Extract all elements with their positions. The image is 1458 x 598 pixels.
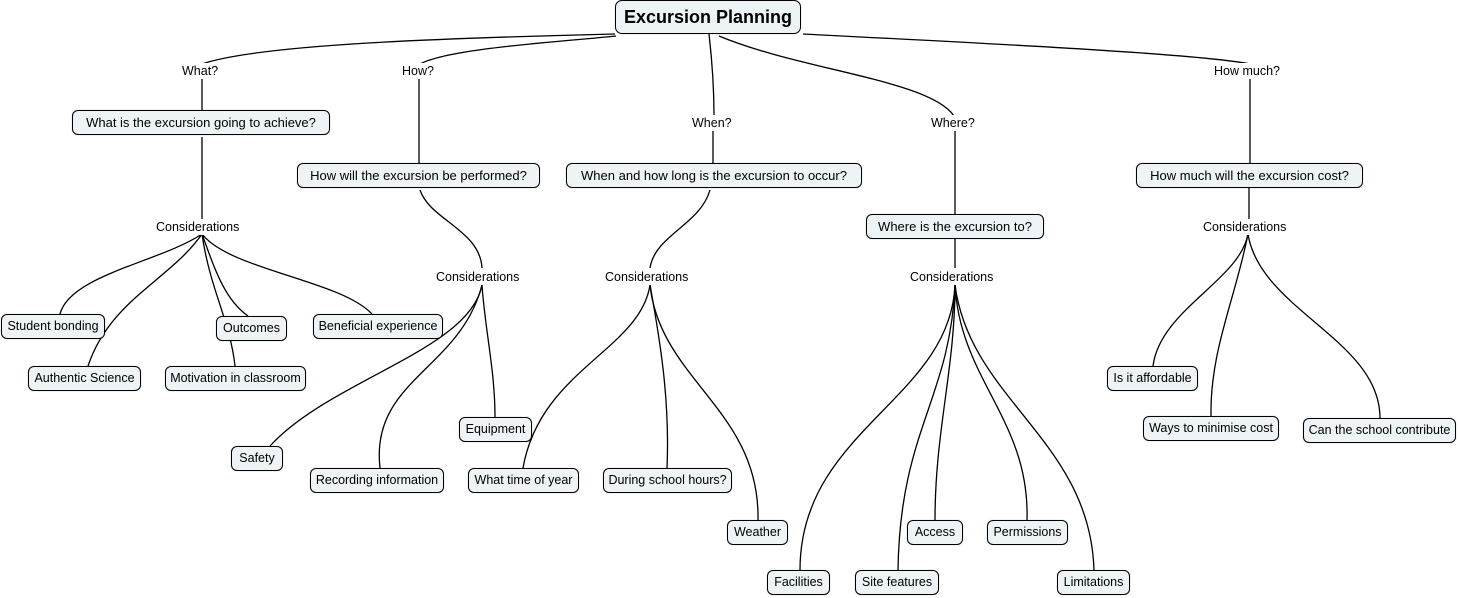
link-how-equipment — [481, 284, 496, 418]
item-beneficial-experience[interactable]: Beneficial experience — [313, 314, 443, 339]
link-root-howmuch — [802, 33, 1251, 65]
link-howmuch-contribute — [1247, 233, 1381, 419]
link-when-time-of-year — [522, 284, 651, 469]
link-what-authentic-science — [87, 233, 203, 367]
link-what-outcomes — [201, 233, 249, 317]
item-outcomes[interactable]: Outcomes — [216, 316, 287, 341]
link-how-safety — [269, 284, 483, 447]
considerations-what: Considerations — [154, 219, 242, 235]
item-authentic-science[interactable]: Authentic Science — [28, 366, 141, 391]
question-node-where[interactable]: Where is the excursion to? — [866, 214, 1044, 239]
item-student-bonding[interactable]: Student bonding — [1, 314, 105, 339]
link-when-considerations — [649, 189, 711, 269]
link-when-weather — [649, 284, 759, 521]
question-node-how[interactable]: How will the excursion be performed? — [297, 163, 540, 188]
root-node[interactable]: Excursion Planning — [615, 0, 801, 34]
considerations-how-much: Considerations — [1201, 219, 1289, 235]
item-safety[interactable]: Safety — [231, 446, 283, 471]
item-recording-information[interactable]: Recording information — [310, 468, 444, 493]
item-limitations[interactable]: Limitations — [1057, 570, 1130, 595]
item-access[interactable]: Access — [907, 520, 963, 545]
link-root-when — [708, 33, 715, 117]
link-what-beneficial — [201, 233, 373, 315]
question-node-when[interactable]: When and how long is the excursion to oc… — [566, 163, 862, 188]
link-howmuch-affordable — [1152, 233, 1249, 367]
link-what-student-bonding — [59, 233, 203, 315]
link-what-motivation — [201, 233, 236, 367]
link-label-how: How? — [400, 63, 436, 79]
item-weather[interactable]: Weather — [727, 520, 788, 545]
link-how-considerations — [419, 189, 483, 269]
considerations-how: Considerations — [434, 269, 522, 285]
link-root-how — [419, 35, 617, 65]
question-node-how-much[interactable]: How much will the excursion cost? — [1136, 163, 1363, 188]
considerations-when: Considerations — [603, 269, 691, 285]
item-during-school-hours[interactable]: During school hours? — [603, 468, 732, 493]
item-motivation-in-classroom[interactable]: Motivation in classroom — [165, 366, 306, 391]
link-root-what — [201, 33, 616, 65]
link-when-school-hours — [649, 284, 669, 469]
link-label-when: When? — [690, 115, 734, 131]
question-node-what[interactable]: What is the excursion going to achieve? — [72, 110, 330, 135]
item-permissions[interactable]: Permissions — [987, 520, 1068, 545]
link-label-how-much: How much? — [1212, 63, 1282, 79]
item-facilities[interactable]: Facilities — [767, 570, 830, 595]
link-where-access — [934, 284, 956, 521]
considerations-where: Considerations — [908, 269, 996, 285]
link-label-where: Where? — [929, 115, 977, 131]
link-where-permissions — [954, 284, 1028, 521]
link-root-where — [718, 35, 955, 117]
link-how-recording — [378, 284, 483, 469]
item-can-the-school-contribute[interactable]: Can the school contribute — [1303, 418, 1456, 443]
link-label-what: What? — [180, 63, 221, 79]
item-site-features[interactable]: Site features — [855, 570, 939, 595]
link-where-facilities — [799, 284, 956, 571]
item-what-time-of-year[interactable]: What time of year — [468, 468, 579, 493]
link-where-limitations — [954, 284, 1095, 571]
item-is-it-affordable[interactable]: Is it affordable — [1107, 366, 1198, 391]
item-ways-to-minimise-cost[interactable]: Ways to minimise cost — [1143, 416, 1279, 441]
link-where-site-features — [897, 284, 956, 571]
link-howmuch-minimise — [1210, 233, 1249, 417]
item-equipment[interactable]: Equipment — [459, 417, 532, 442]
